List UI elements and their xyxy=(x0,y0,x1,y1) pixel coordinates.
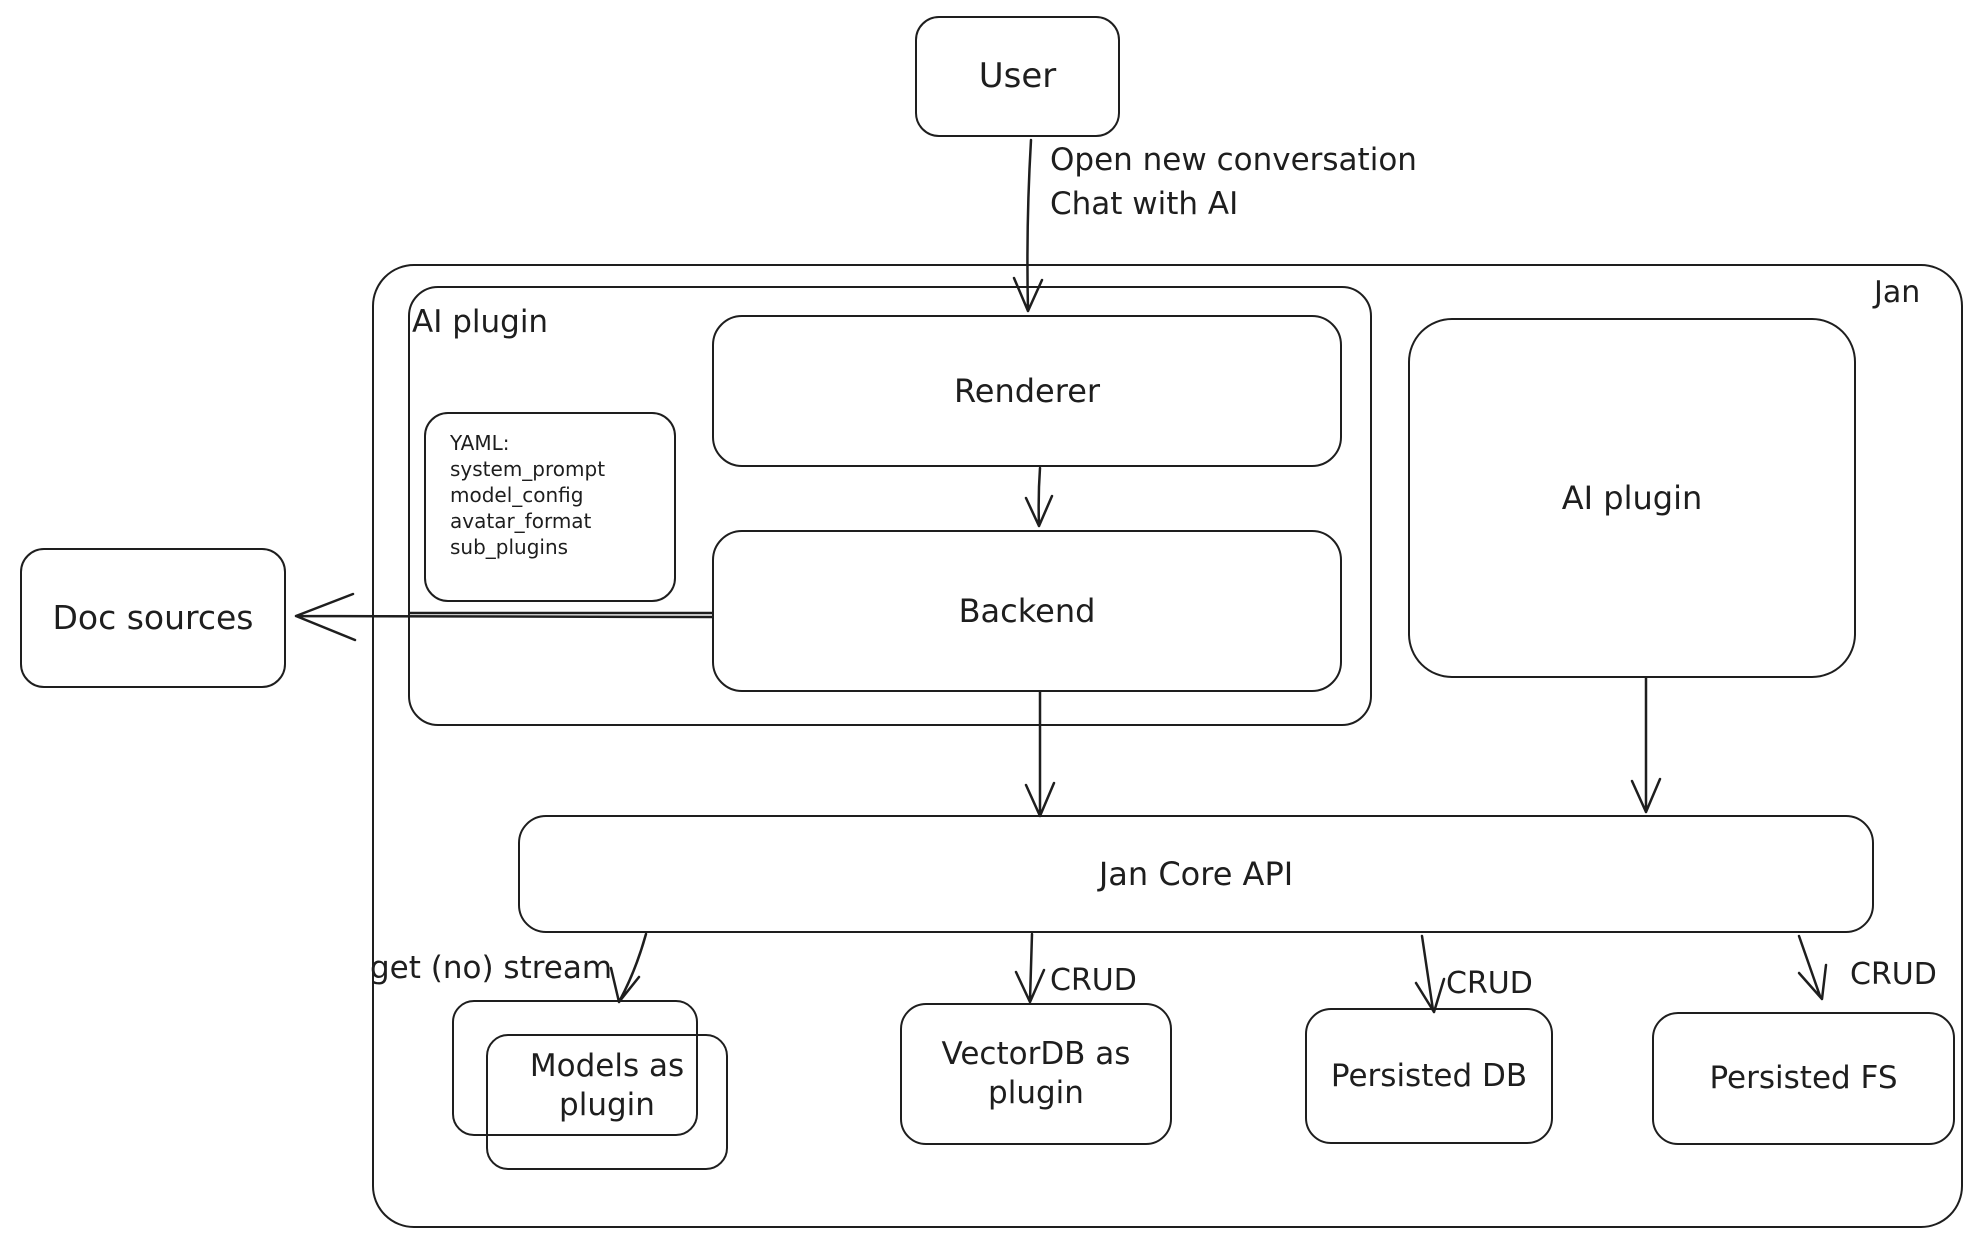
yaml-note-text: YAML: system_prompt model_config avatar_… xyxy=(450,430,605,560)
yaml-note-line: system_prompt xyxy=(450,457,606,481)
yaml-note-line: sub_plugins xyxy=(450,535,569,559)
models-as-plugin-node: Models as plugin xyxy=(486,1034,728,1170)
persisted-fs-node: Persisted FS xyxy=(1652,1012,1955,1145)
doc-sources-label: Doc sources xyxy=(52,598,254,638)
ai-plugin-right-label: AI plugin xyxy=(1561,479,1703,517)
yaml-note-box: YAML: system_prompt model_config avatar_… xyxy=(424,412,676,602)
edge-label-crud-vectordb: CRUD xyxy=(1050,963,1137,998)
backend-label: Backend xyxy=(958,592,1096,630)
jan-container-box xyxy=(372,264,1963,1228)
jan-core-api-node: Jan Core API xyxy=(518,815,1874,933)
ai-plugin-group-box xyxy=(408,286,1372,726)
edge-label-crud-persisted-fs: CRUD xyxy=(1850,957,1937,992)
persisted-db-label: Persisted DB xyxy=(1330,1057,1528,1094)
user-node: User xyxy=(915,16,1120,137)
doc-sources-node: Doc sources xyxy=(20,548,286,688)
jan-container-label: Jan xyxy=(1874,275,1921,310)
edge-label-open-conversation: Open new conversation Chat with AI xyxy=(1050,142,1417,223)
renderer-node: Renderer xyxy=(712,315,1342,467)
models-as-plugin-label: Models as plugin xyxy=(529,1048,685,1123)
vectordb-label: VectorDB as plugin xyxy=(941,1036,1131,1111)
edge-label-get-no-stream: get (no) stream xyxy=(370,950,613,986)
vectordb-node: VectorDB as plugin xyxy=(900,1003,1172,1145)
persisted-fs-label: Persisted FS xyxy=(1709,1060,1898,1097)
yaml-note-line: model_config xyxy=(450,483,584,507)
backend-node: Backend xyxy=(712,530,1342,692)
edge-label-crud-persisted-db: CRUD xyxy=(1446,966,1533,1001)
yaml-note-line: YAML: xyxy=(450,431,510,455)
persisted-db-node: Persisted DB xyxy=(1305,1008,1553,1144)
user-label: User xyxy=(978,56,1057,97)
renderer-label: Renderer xyxy=(953,372,1101,410)
models-as-plugin-back-box xyxy=(452,1000,698,1136)
jan-core-api-label: Jan Core API xyxy=(1098,855,1294,893)
ai-plugin-group-label: AI plugin xyxy=(412,304,549,340)
ai-plugin-right-node: AI plugin xyxy=(1408,318,1856,678)
yaml-note-line: avatar_format xyxy=(450,509,592,533)
